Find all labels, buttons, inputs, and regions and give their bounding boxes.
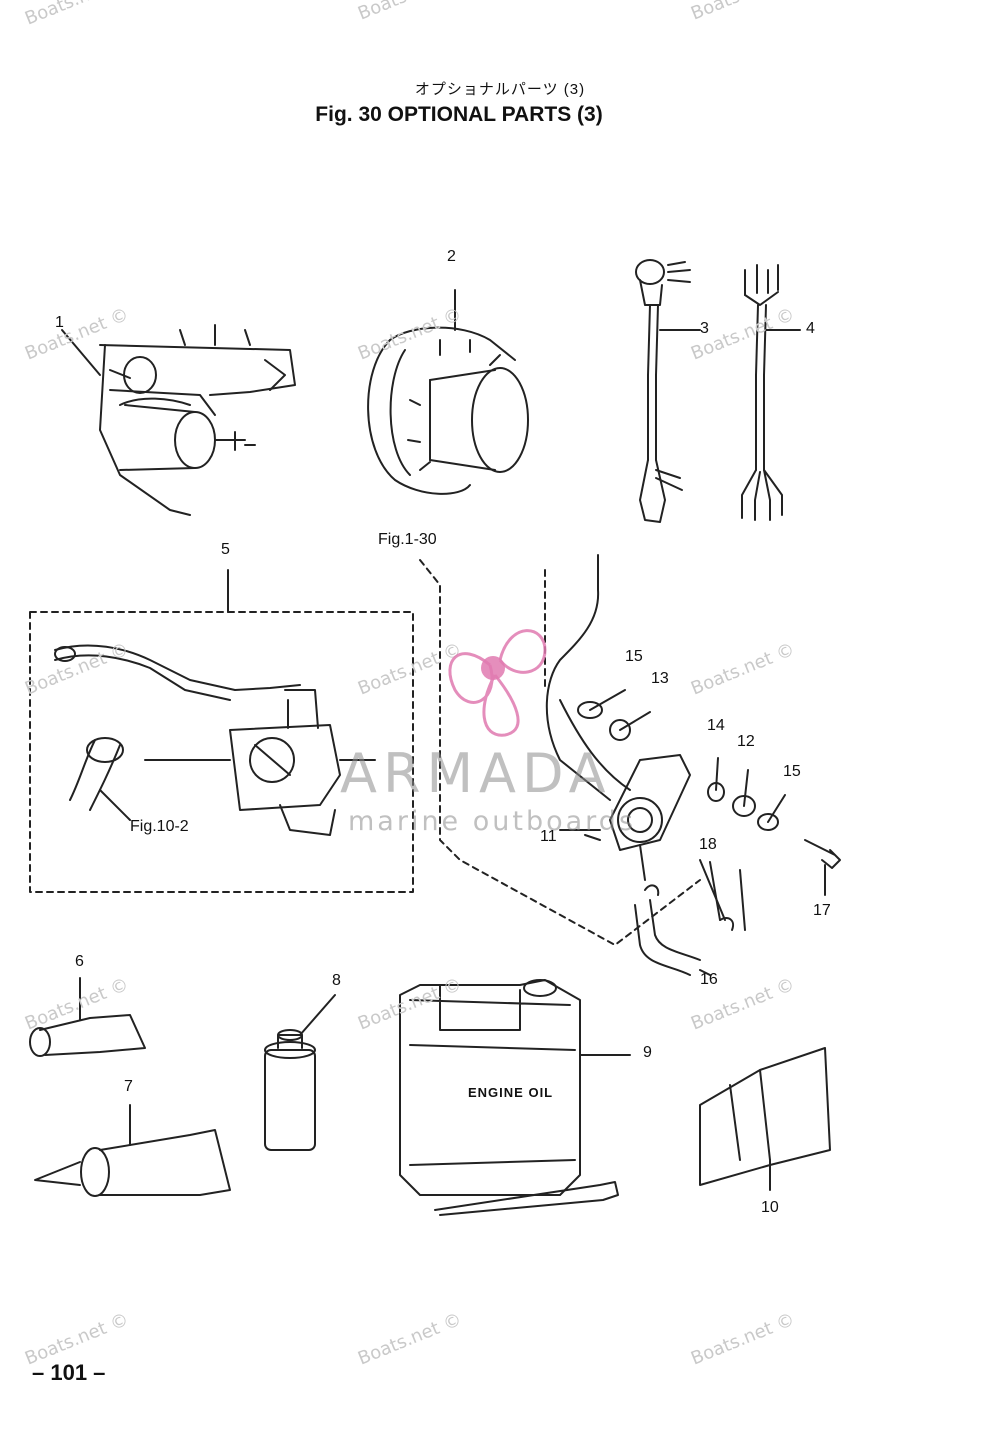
callout-3: 3 [700,320,709,337]
small-parts-drawing [577,689,841,976]
part-10-bag-drawing [699,1047,831,1191]
reference-fig-1-30: Fig.1-30 [378,531,437,548]
callout-7: 7 [124,1078,133,1095]
callout-11: 11 [540,828,557,845]
part-9-oil-jug-drawing [399,979,631,1216]
callout-13: 13 [651,670,669,687]
callout-5: 5 [221,541,230,558]
armada-sub-watermark: marine outboards [348,806,637,837]
armada-watermark: ARMADA [340,742,612,805]
callout-6: 6 [75,953,84,970]
part-11-pump-drawing [545,554,691,881]
callout-17: 17 [813,902,831,919]
part-7-tube-drawing [34,1104,231,1197]
callout-1: 1 [55,314,64,331]
callout-15b: 15 [783,763,801,780]
callout-15a: 15 [625,648,643,665]
page-title-japanese: オプショナルパーツ (3) [414,81,586,98]
callout-10: 10 [761,1199,779,1216]
engine-oil-label: ENGINE OIL [468,1085,554,1100]
part-3-harness-drawing [635,259,701,523]
part-1-lower-unit-drawing [99,324,296,516]
callout-12: 12 [737,733,755,750]
callout-2: 2 [447,248,456,265]
part-6-tube-drawing [29,977,146,1057]
part-5-fuel-pump-drawing [54,644,376,836]
callout-4: 4 [806,320,815,337]
part-5-group-box [29,611,414,893]
callout-18: 18 [699,836,717,853]
callout-16: 16 [700,971,718,988]
part-4-harness-drawing [741,264,801,521]
callout-8: 8 [332,972,341,989]
part-2-flywheel-cup-drawing [367,289,529,495]
page-number: – 101 – [32,1360,106,1385]
page-title: Fig. 30 OPTIONAL PARTS (3) [315,103,603,126]
reference-fig-10-2: Fig.10-2 [130,818,189,835]
callout-14: 14 [707,717,725,734]
part-8-can-drawing [264,994,336,1151]
callout-9: 9 [643,1044,652,1061]
